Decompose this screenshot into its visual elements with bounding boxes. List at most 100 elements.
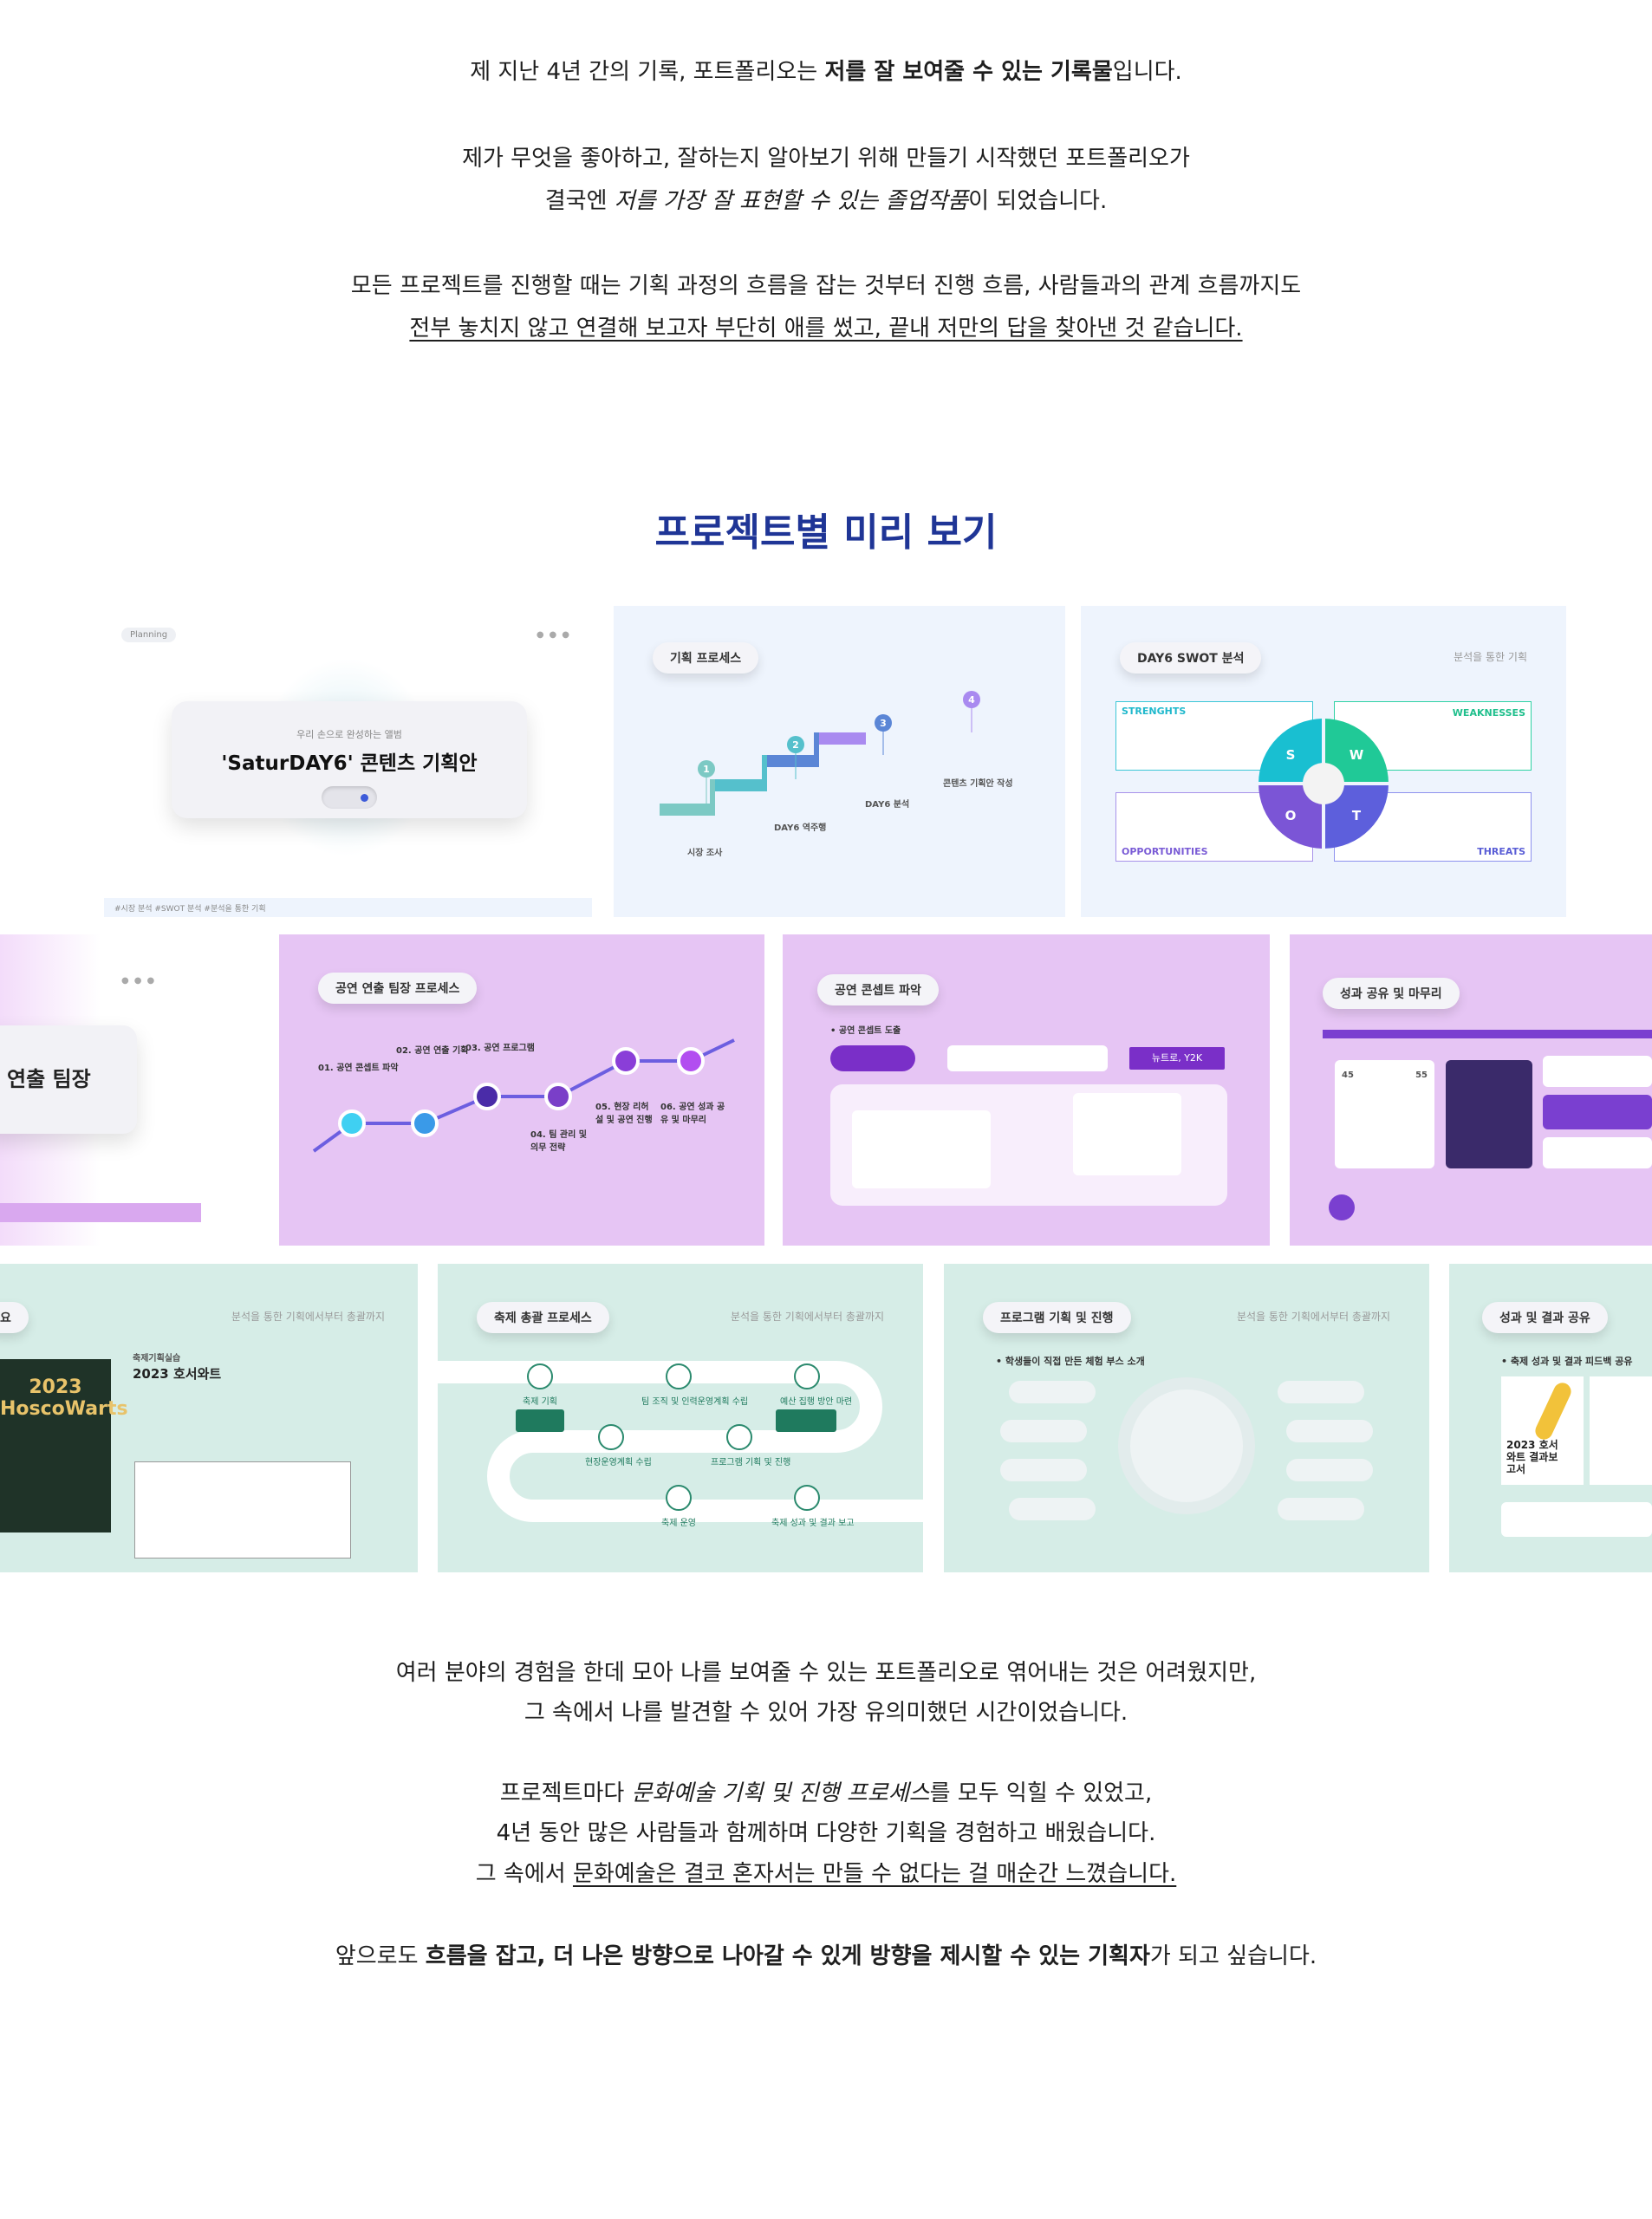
- slide-title: 성과 공유 및 마무리: [1323, 978, 1460, 1009]
- text: 학생들이 직접 만든 체험 부스 소개: [1005, 1356, 1145, 1367]
- outro-line-2: 그 속에서 나를 발견할 수 있어 가장 유의미했던 시간이었습니다.: [524, 1700, 1128, 1726]
- bullet-text: • 학생들이 직접 만든 체험 부스 소개: [996, 1356, 1145, 1367]
- text: 프로젝트마다: [499, 1780, 632, 1806]
- category-label: 축제기획실습: [133, 1354, 181, 1363]
- slide-subtitle: 분석을 통한 기획: [1454, 651, 1527, 663]
- bar-chart: [852, 1110, 991, 1188]
- text: 제 지난 4년 간의 기록, 포트폴리오는: [470, 59, 825, 85]
- svg-text:2: 2: [792, 739, 799, 751]
- step-label: 06. 공연 성과 공유 및 마무리: [660, 1103, 725, 1125]
- step-label: 축제 운영: [661, 1519, 696, 1528]
- svg-text:S: S: [1286, 747, 1296, 763]
- threats-label: THREATS: [1477, 846, 1525, 857]
- preview-program[interactable]: 프로그램 기획 및 진행 분석을 통한 기획에서부터 총괄까지 • 학생들이 직…: [944, 1264, 1429, 1572]
- intro-line-1: 제 지난 4년 간의 기록, 포트폴리오는 저를 잘 보여줄 수 있는 기록물입…: [0, 51, 1652, 93]
- gauge-value: 45: [1342, 1070, 1354, 1080]
- text: 입니다.: [1112, 59, 1182, 85]
- intro-line-5: 전부 놓치지 않고 연결해 보고자 부단히 애를 썼고, 끝내 저만의 답을 찾…: [0, 308, 1652, 349]
- text: 공연 콘셉트 도출: [838, 1026, 901, 1036]
- dots-icon: ●●●: [536, 630, 575, 640]
- slide-title: 공연 콘셉트 파악: [817, 974, 939, 1005]
- chart-panel: [830, 1084, 1227, 1206]
- outro-line-4: 4년 동안 많은 사람들과 함께하며 다양한 기획을 경험하고 배웠습니다.: [496, 1820, 1156, 1846]
- footer-bar: [0, 1203, 201, 1222]
- intro-line-2: 제가 무엇을 좋아하고, 잘하는지 알아보기 위해 만들기 시작했던 포트폴리오…: [462, 146, 1190, 172]
- emphasis: 흐름을 잡고, 더 나은 방향으로 나아갈 수 있게 방향을 제시할 수 있는 …: [425, 1943, 1150, 1969]
- svg-text:4: 4: [968, 694, 975, 706]
- svg-text:T: T: [1352, 808, 1362, 823]
- info-table: [134, 1461, 351, 1559]
- slide-title: 기획 프로세스: [653, 642, 759, 674]
- strengths-label: STRENGHTS: [1122, 706, 1187, 717]
- step-label: 축제 기획: [523, 1397, 557, 1407]
- emphasis: 저를 잘 보여줄 수 있는 기록물: [824, 59, 1113, 85]
- title-card: 우리 손으로 완성하는 앨범 'SaturDAY6' 콘텐츠 기획안: [172, 701, 527, 818]
- slide-subtitle: 분석을 통한 기획에서부터 총괄까지: [1236, 1311, 1390, 1323]
- preview-director-process[interactable]: 공연 연출 팀장 프로세스 01. 공연 콘셉트 파악 02. 공연 연출 기획…: [279, 934, 764, 1246]
- hashtags: #시장 분석 #SWOT 분석 #분석을 통한 기획: [104, 898, 592, 917]
- intro-line-4: 모든 프로젝트를 진행할 때는 기획 과정의 흐름을 잡는 것부터 진행 흐름,…: [350, 273, 1302, 299]
- cover-subtitle: 우리 손으로 완성하는 앨범: [296, 729, 402, 740]
- slide-subtitle: 분석을 통한 기획에서부터 총괄까지: [730, 1311, 884, 1323]
- feedback-card: [1543, 1056, 1652, 1087]
- step-label: 01. 공연 콘셉트 파악: [318, 1064, 399, 1073]
- text: 를 모두 익힐 수 있었고,: [929, 1780, 1153, 1806]
- outro-line-5: 그 속에서 문화예술은 결코 혼자서는 만들 수 없다는 걸 매순간 느꼈습니다…: [0, 1853, 1652, 1895]
- preview-director-cover[interactable]: ●●● 연출 팀장: [0, 934, 201, 1246]
- step-label: 05. 현장 리허설 및 공연 진행: [595, 1103, 653, 1125]
- preview-festival-result[interactable]: 성과 및 결과 공유 • 축제 성과 및 결과 피드백 공유 2023 호서와트…: [1449, 1264, 1652, 1572]
- text: 그 속에서: [475, 1861, 573, 1887]
- svg-text:1: 1: [703, 764, 710, 775]
- question-badge: [830, 1045, 915, 1071]
- step-label: 콘텐츠 기획안 작성: [943, 779, 1013, 789]
- step-label: DAY6 역주행: [774, 823, 827, 833]
- svg-text:W: W: [1350, 747, 1364, 763]
- preview-festival-process[interactable]: 축제 총괄 프로세스 분석을 통한 기획에서부터 총괄까지 축제 기획 팀 조직…: [438, 1264, 923, 1572]
- preview-saturday6-cover[interactable]: Planning ●●● 우리 손으로 완성하는 앨범 'SaturDAY6' …: [104, 606, 592, 917]
- outro-line-6: 앞으로도 흐름을 잡고, 더 나은 방향으로 나아갈 수 있게 방향을 제시할 …: [0, 1936, 1652, 1977]
- step-label: 현장운영계획 수립: [585, 1458, 652, 1467]
- tag-badge: Planning: [121, 628, 177, 642]
- festival-name: 2023 호서와트: [133, 1366, 222, 1382]
- gauge-chart: 45 55: [1335, 1060, 1434, 1168]
- step-label: 02. 공연 연출 기획: [396, 1046, 469, 1056]
- preview-swot[interactable]: DAY6 SWOT 분석 분석을 통한 기획 STRENGHTS WEAKNES…: [1081, 606, 1566, 917]
- toggle-icon: [322, 786, 377, 809]
- slide-title: DAY6 SWOT 분석: [1120, 642, 1262, 674]
- slide-title: 성과 및 결과 공유: [1482, 1302, 1608, 1333]
- step-label: 팀 조직 및 인력운영계획 수립: [641, 1397, 749, 1407]
- slide-title: 축제 총괄 프로세스: [477, 1302, 609, 1333]
- avatar: [1329, 1194, 1355, 1220]
- weaknesses-label: WEAKNESSES: [1452, 707, 1525, 719]
- highlight-bar: [1323, 1030, 1652, 1038]
- preview-planning-process[interactable]: 기획 프로세스 1 2 3 4 시장 조사 DAY6 역주행 DAY6 분석 콘…: [614, 606, 1065, 917]
- dots-icon: ●●●: [121, 976, 160, 986]
- text: 앞으로도: [335, 1943, 426, 1969]
- slide-subtitle: 분석을 통한 기획에서부터 총괄까지: [231, 1311, 385, 1323]
- step-label: 프로그램 기획 및 진행: [711, 1458, 791, 1467]
- text: 결국엔: [544, 188, 615, 214]
- preview-concept[interactable]: 공연 콘셉트 파악 • 공연 콘셉트 도출 뉴트로, Y2K: [783, 934, 1270, 1246]
- underlined-text: 문화예술은 결코 혼자서는 만들 수 없다는 걸 매순간 느꼈습니다.: [572, 1861, 1177, 1887]
- question-box: [947, 1045, 1108, 1071]
- outro-line-1: 여러 분야의 경험을 한데 모아 나를 보여줄 수 있는 포트폴리오로 엮어내는…: [395, 1660, 1257, 1686]
- chart-panel: [1590, 1376, 1652, 1485]
- bullet-text: • 축제 성과 및 결과 피드백 공유: [1501, 1356, 1633, 1367]
- text: 축제 성과 및 결과 피드백 공유: [1510, 1356, 1633, 1367]
- report-title: 2023 호서와트 결과보고서: [1506, 1439, 1558, 1475]
- photo: [1446, 1060, 1532, 1168]
- preview-festival-overview[interactable]: 요 분석을 통한 기획에서부터 총괄까지 2023 HoscoWarts 축제기…: [0, 1264, 418, 1572]
- center-circle: [1130, 1389, 1243, 1502]
- outro-line-3: 프로젝트마다 문화예술 기획 및 진행 프로세스를 모두 익힐 수 있었고,: [0, 1773, 1652, 1814]
- text: 이 되었습니다.: [968, 188, 1108, 214]
- emphasis: 저를 가장 잘 표현할 수 있는 졸업작품: [614, 188, 969, 214]
- section-title: 프로젝트별 미리 보기: [654, 511, 998, 555]
- step-label: 03. 공연 프로그램: [465, 1044, 535, 1053]
- step-label: DAY6 분석: [865, 800, 910, 810]
- slide-title: 요: [0, 1302, 29, 1333]
- step-label: 04. 팀 관리 및 의무 전략: [530, 1130, 587, 1153]
- cover-title: 'SaturDAY6' 콘텐츠 기획안: [221, 752, 478, 775]
- emphasis: 문화예술 기획 및 진행 프로세스: [631, 1780, 930, 1806]
- preview-result-sharing[interactable]: 성과 공유 및 마무리 45 55: [1290, 934, 1652, 1246]
